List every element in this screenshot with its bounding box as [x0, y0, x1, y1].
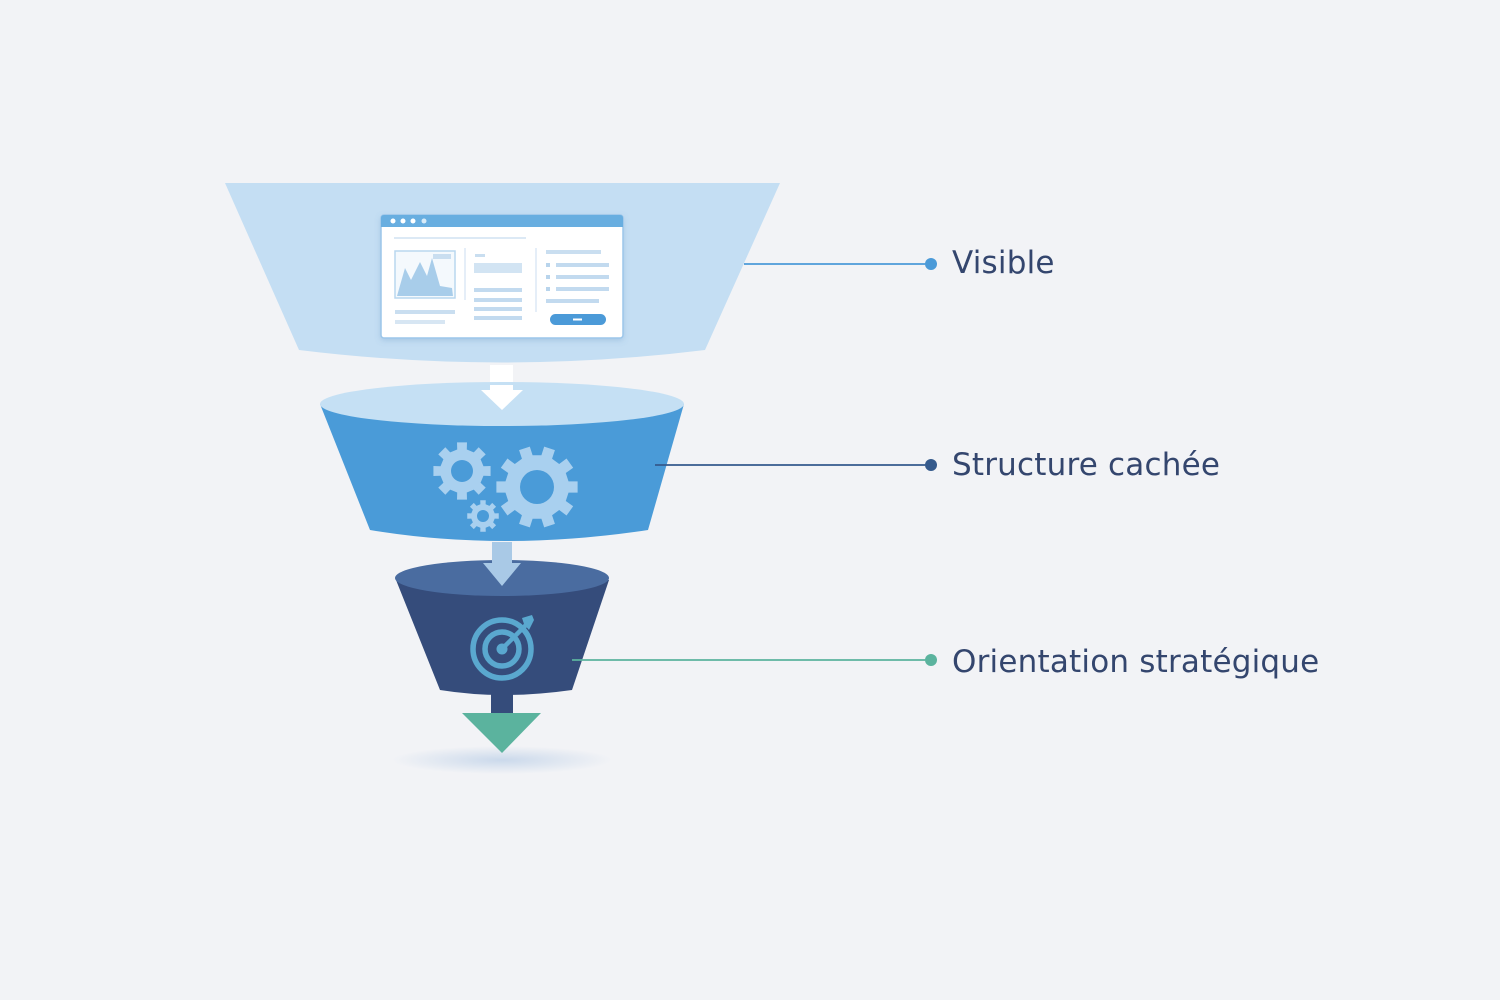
- leader-line-visible: [744, 258, 937, 270]
- output-arrow: [462, 694, 541, 753]
- leader-line-hidden-structure: [655, 459, 937, 471]
- gears-icon: [433, 442, 578, 532]
- target-icon: [470, 615, 534, 681]
- layer-label-strategic-orientation: Orientation stratégique: [952, 644, 1320, 680]
- funnel-layer-visible: [225, 183, 780, 363]
- browser-window-icon: [380, 214, 624, 339]
- funnel-layer-strategic-orientation: [395, 556, 609, 695]
- leader-line-strategic-orientation: [572, 654, 937, 666]
- ground-shadow: [392, 746, 612, 774]
- layer-label-visible: Visible: [952, 245, 1055, 281]
- layer-label-hidden-structure: Structure cachée: [952, 447, 1221, 483]
- funnel-layer-hidden-structure: [320, 382, 684, 541]
